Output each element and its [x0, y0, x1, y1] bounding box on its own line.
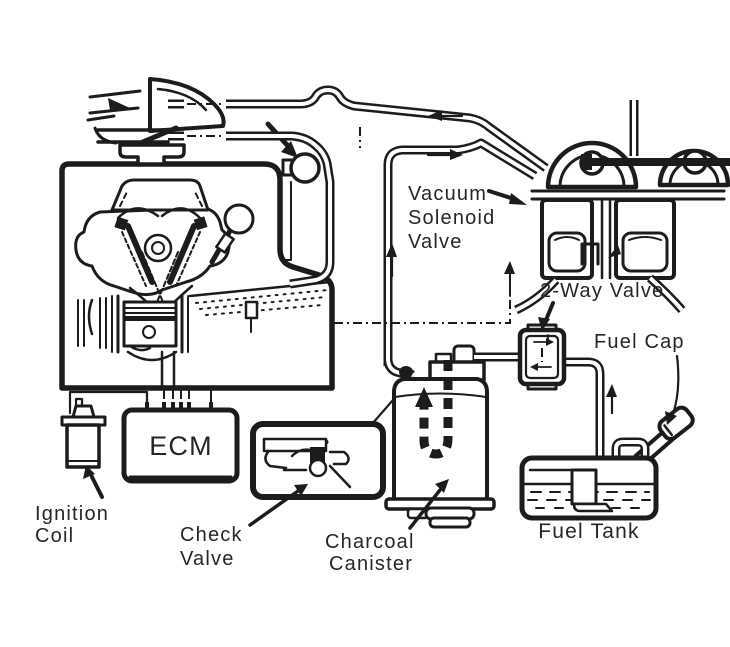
- charcoal-canister-label: Charcoal Canister: [325, 479, 449, 575]
- fuel-cap-label: Fuel Cap: [594, 331, 685, 425]
- vsv-label-line3: Valve: [408, 231, 463, 253]
- ignition-coil-text2: Coil: [35, 525, 74, 547]
- two-way-valve-text: 2-Way Valve: [540, 280, 664, 302]
- flow-arrow-left-upper-hose: [428, 110, 464, 121]
- check-valve-inset: [250, 384, 406, 500]
- charcoal-canister-text1: Charcoal: [325, 531, 415, 553]
- check-valve-label: Check Valve: [180, 484, 308, 570]
- flow-arrow-up-riser: [386, 243, 397, 278]
- ecm-box: ECM: [121, 407, 240, 484]
- ecm-label: ECM: [149, 431, 213, 461]
- ignition-coil: [60, 397, 107, 469]
- vsv-label-line1: Vacuum: [408, 183, 487, 205]
- line-solenoid-to-engine: [331, 261, 515, 386]
- flow-arrow-up-tank-pipe: [606, 384, 617, 415]
- throttle-body: [86, 77, 226, 166]
- engine-cross-section: [74, 152, 332, 388]
- ignition-coil-label: Ignition Coil: [35, 465, 109, 547]
- check-valve-text1: Check: [180, 524, 243, 546]
- two-way-valve-label: 2-Way Valve: [538, 280, 664, 331]
- flow-arrow-right-lower-hose: [426, 149, 463, 160]
- check-valve-text2: Valve: [180, 548, 235, 570]
- ignition-coil-text1: Ignition: [35, 503, 109, 525]
- flow-arrow-to-vacuum-fitting: [265, 121, 298, 158]
- hose-canister-to-solenoid: [359, 127, 538, 366]
- charcoal-canister-text2: Canister: [329, 553, 413, 575]
- ecm-wires: [68, 387, 213, 415]
- fuel-cap-text: Fuel Cap: [594, 331, 685, 353]
- two-way-valve: [474, 323, 605, 458]
- vacuum-solenoid-valve-label: Vacuum Solenoid Valve: [408, 183, 527, 253]
- fuel-tank-text: Fuel Tank: [538, 520, 639, 543]
- hose-solenoid-to-throttle: [168, 85, 549, 172]
- charcoal-canister: [383, 344, 496, 529]
- vacuum-solenoid-valve: [514, 100, 730, 315]
- hose-throttle-to-manifold: [168, 131, 335, 289]
- vsv-label-line2: Solenoid: [408, 207, 495, 229]
- fuel-tank: [519, 405, 695, 521]
- fuel-tank-label: Fuel Tank: [538, 520, 639, 543]
